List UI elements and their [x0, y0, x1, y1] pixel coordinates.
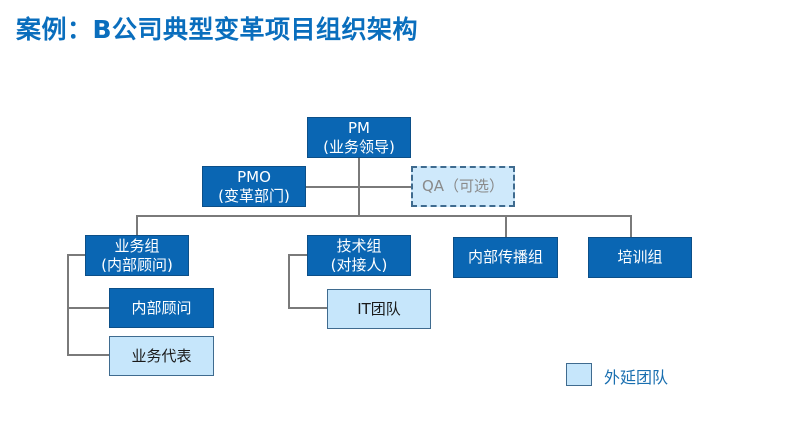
node-training-group: 培训组 [588, 237, 692, 278]
node-it-team: IT团队 [327, 289, 431, 329]
node-pmo-subtitle: (变革部门) [218, 186, 290, 205]
connector-groups-bus [136, 215, 631, 217]
connector-tech-top [288, 254, 308, 256]
node-qa-label: QA（可选） [421, 177, 505, 195]
node-training-group-label: 培训组 [617, 248, 663, 266]
legend-extended-team-swatch [566, 363, 592, 386]
connector-training-group-drop [630, 215, 632, 237]
connector-internal-consultant [67, 307, 110, 309]
node-business-rep: 业务代表 [109, 336, 214, 376]
node-qa-optional: QA（可选） [411, 166, 515, 207]
node-business-rep-label: 业务代表 [131, 346, 192, 365]
node-tech-group-title: 技术组 [336, 236, 382, 255]
connector-tech-vertical [288, 254, 290, 309]
node-pmo: PMO (变革部门) [202, 166, 306, 207]
node-business-group-subtitle: (内部顾问) [101, 255, 173, 274]
node-business-group-title: 业务组 [114, 236, 160, 255]
node-pm-subtitle: (业务领导) [323, 137, 395, 156]
node-tech-group-subtitle: (对接人) [330, 255, 388, 274]
node-pmo-title: PMO [237, 167, 271, 186]
node-pm-title: PM [348, 118, 370, 137]
connector-pmo-qa [305, 186, 412, 188]
legend-extended-team-label: 外延团队 [604, 368, 669, 387]
connector-business-group-drop [136, 215, 138, 236]
connector-comm-group-drop [505, 215, 507, 237]
node-internal-consultant: 内部顾问 [109, 288, 214, 328]
connector-business-top [67, 254, 86, 256]
connector-it-team [288, 307, 328, 309]
page-title: 案例：B公司典型变革项目组织架构 [16, 15, 419, 44]
node-internal-consultant-label: 内部顾问 [131, 298, 192, 317]
node-pm: PM (业务领导) [307, 117, 411, 158]
node-internal-comm-group: 内部传播组 [453, 237, 558, 278]
node-tech-group: 技术组 (对接人) [307, 235, 411, 276]
connector-business-rep [67, 354, 110, 356]
node-it-team-label: IT团队 [357, 299, 401, 318]
node-internal-comm-group-label: 内部传播组 [467, 248, 543, 266]
node-business-group: 业务组 (内部顾问) [85, 235, 189, 276]
connector-business-vertical [67, 254, 69, 355]
